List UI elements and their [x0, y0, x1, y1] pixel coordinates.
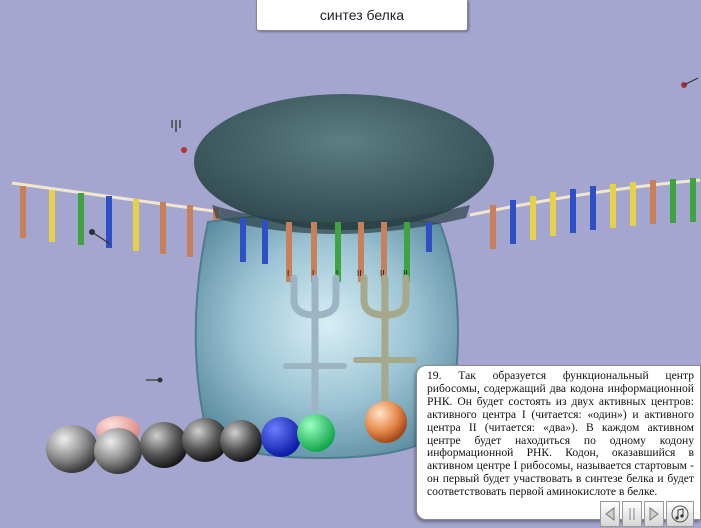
caption-text: 19. Так образуется функциональный центр …	[416, 365, 701, 520]
navigation-controls	[600, 501, 694, 528]
scrub-icon	[626, 506, 638, 522]
scrub-button[interactable]	[622, 501, 642, 527]
mrna-nucleotides-right	[490, 178, 696, 249]
codon-label: I	[287, 269, 289, 278]
forward-arrow-icon	[648, 507, 660, 521]
next-button[interactable]	[644, 501, 664, 527]
sound-button[interactable]	[666, 501, 694, 527]
lesson-title: синтез белка	[256, 0, 468, 31]
ribosome-large-subunit	[194, 94, 494, 230]
back-arrow-icon	[604, 507, 616, 521]
prev-button[interactable]	[600, 501, 620, 527]
music-note-icon	[671, 505, 689, 523]
